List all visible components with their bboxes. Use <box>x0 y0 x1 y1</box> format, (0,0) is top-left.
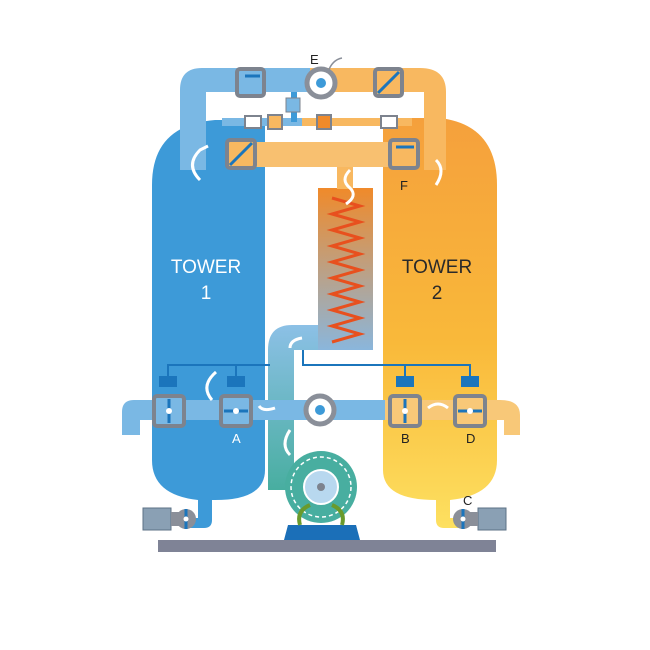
valve-b <box>388 394 422 428</box>
check-valve <box>303 393 337 427</box>
flow-arrow-icon <box>283 429 292 457</box>
small-valve <box>316 114 332 130</box>
small-valve <box>267 114 283 130</box>
valve-a <box>219 394 253 428</box>
valve-bottom-left <box>152 394 186 428</box>
heating-coil <box>326 196 366 344</box>
small-valve <box>244 115 262 129</box>
label-e: E <box>310 52 319 67</box>
valves <box>152 66 487 428</box>
flow-arrow-icon <box>434 158 443 186</box>
label-d: D <box>466 431 475 446</box>
label-a: A <box>232 431 241 446</box>
flow-arrow-icon <box>427 402 449 410</box>
valve-top-left <box>235 67 266 98</box>
actuator-icon <box>461 376 479 387</box>
base-platform <box>158 540 496 552</box>
blower <box>284 451 360 540</box>
flow-arrow-icon <box>191 144 209 182</box>
small-valve <box>285 97 301 113</box>
tower-1: TOWER 1 <box>152 120 265 528</box>
actuator-icon <box>159 376 177 387</box>
tower-2-number: 2 <box>432 283 443 304</box>
flow-arrow-icon <box>343 168 355 206</box>
tower-1-label: TOWER <box>171 257 241 278</box>
heater <box>318 167 373 350</box>
flow-arrow-icon <box>327 57 343 73</box>
valve-f <box>388 138 420 170</box>
silencer-left <box>142 507 196 531</box>
tower-2-label: TOWER <box>402 257 472 278</box>
flow-arrow-icon <box>205 370 218 401</box>
silencer-right <box>453 507 507 531</box>
label-f: F <box>400 178 408 193</box>
valve-top-right <box>373 67 404 98</box>
valve-e <box>304 66 338 100</box>
tower-1-number: 1 <box>201 283 212 304</box>
actuator-icon <box>227 376 245 387</box>
flow-arrow-icon <box>288 336 303 349</box>
valve-mid-left <box>225 138 257 170</box>
valve-d <box>453 394 487 428</box>
flow-arrow-icon <box>257 405 276 412</box>
small-valve <box>380 115 398 129</box>
actuator-icon <box>396 376 414 387</box>
label-c: C <box>463 493 472 508</box>
label-b: B <box>401 431 410 446</box>
